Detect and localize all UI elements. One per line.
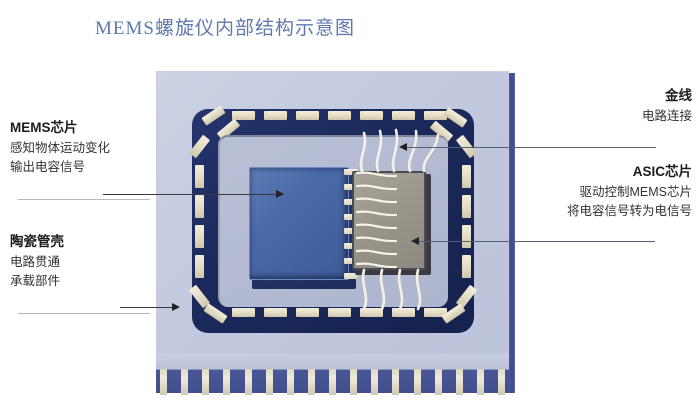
leader-arrow-asic [411,237,419,245]
contact-pad [360,111,383,120]
callout-asic-title: ASIC芯片 [632,164,692,179]
callout-gold-wire: 金线 电路连接 [642,86,692,126]
contact-pad [344,169,357,175]
package-pin [329,369,336,395]
contact-pad [264,308,287,317]
package-pin [371,369,379,395]
ceramic-package [188,105,478,333]
callout-mems: MEMS芯片 感知物体运动变化 输出电容信号 [10,118,110,177]
callout-asic-line-2: 将电容信号转为电信号 [566,203,692,218]
callout-divider [18,199,150,200]
contact-pad [344,198,357,205]
leader-line-mems [103,194,278,195]
contact-pad [392,111,415,120]
callout-mems-line-1: 感知物体运动变化 [10,140,111,155]
package-pin [223,369,231,395]
package-pin-row [156,369,509,395]
contact-pad [264,111,287,120]
package-pin [307,369,315,395]
callout-asic-line-1: 驱动控制MEMS芯片 [579,184,692,199]
contact-pad [195,195,204,218]
package-pin [413,369,421,395]
contact-pad [344,272,357,279]
contact-pad [424,111,447,120]
package-pin [265,369,273,395]
package-pin [181,369,189,395]
contact-pad [424,308,447,317]
mems-die [249,167,349,280]
contact-pad [296,308,319,317]
contact-pad [195,255,204,278]
contact-pad [443,107,468,128]
callout-ceramic: 陶瓷管壳 电路贯通 承载部件 [10,232,64,291]
diagram-canvas [156,71,525,417]
package-pin [476,369,484,395]
contact-pad [462,195,471,218]
package-pin [350,369,358,395]
package-pin [286,369,294,395]
contact-pad [195,225,204,248]
contact-pad [344,228,357,235]
contact-pad [462,165,471,188]
callout-ceramic-line-2: 承载部件 [10,273,61,288]
contact-pad [195,165,204,188]
package-pin [498,369,505,395]
package-pin [392,369,400,395]
package-right-edge [509,73,515,393]
callout-divider [18,313,150,314]
package-pin [244,369,252,395]
callout-mems-line-2: 输出电容信号 [10,159,86,174]
mems-bond-pad-column [344,169,357,279]
callout-mems-title: MEMS芯片 [10,120,78,135]
contact-pad [188,134,211,159]
callout-ceramic-title: 陶瓷管壳 [10,234,64,249]
leader-arrow-ceramic [172,303,180,311]
contact-pad [232,308,255,317]
callout-gold-wire-line-1: 电路连接 [641,108,692,123]
contact-pad [344,183,357,190]
package-pin [202,369,210,395]
leader-arrow-gold-wire [399,143,407,151]
leader-line-ceramic [120,307,174,308]
callout-gold-wire-title: 金线 [665,88,692,103]
contact-pad [328,308,351,317]
contact-pad [462,225,471,248]
page-title: MEMS螺旋仪内部结构示意图 [95,18,355,39]
contact-pad [462,255,471,278]
callout-asic: ASIC芯片 驱动控制MEMS芯片 将电容信号转为电信号 [567,162,692,221]
contact-pad [392,308,415,317]
contact-pad [344,243,357,250]
asic-die [352,171,426,270]
contact-pad [296,111,319,120]
package-pin [455,369,463,395]
contact-pad [232,111,255,120]
leader-line-gold-wire [404,147,656,148]
contact-pad [344,213,357,220]
contact-pad [441,303,466,324]
contact-pad [201,105,226,126]
contact-pad [360,308,383,317]
leader-arrow-mems [276,190,284,198]
contact-pad [328,111,351,120]
contact-pad [344,258,357,265]
package-pin [434,369,442,395]
leader-line-asic [417,241,655,242]
callout-ceramic-line-1: 电路贯通 [10,254,61,269]
package-pin [160,369,167,395]
